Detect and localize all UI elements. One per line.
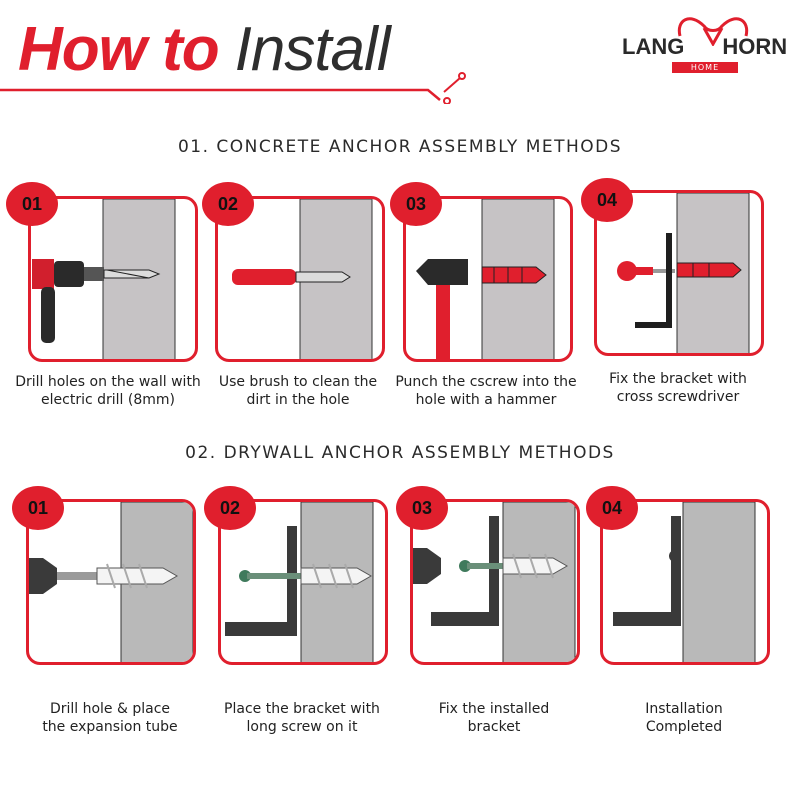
brand-sub: HOME [672,62,738,73]
drywall-completed-illustration [613,502,756,662]
step-number-badge: 02 [202,182,254,226]
caption-line: Fix the installed [438,701,550,717]
section-title-concrete: 01. CONCRETE ANCHOR ASSEMBLY METHODS [177,137,623,157]
step-card-drywall-1 [26,499,196,665]
step-caption: Punch the cscrew into the hole with a ha… [388,373,584,409]
step-card-drywall-2 [218,499,388,665]
caption-line: the expansion tube [42,719,178,735]
drywall-fix-bracket-illustration [413,502,576,662]
caption-line: Drill holes on the wall with [15,374,201,390]
drywall-bracket-screw-illustration [225,502,374,662]
step-card-drywall-4 [600,499,770,665]
caption-line: long screw on it [246,719,358,735]
step-caption: Place the bracket with long screw on it [204,700,400,736]
step-number-badge: 04 [586,486,638,530]
caption-line: Use brush to clean the [218,374,378,390]
bracket-screwdriver-illustration [617,193,750,353]
bull-horns-logo-icon [677,17,749,46]
caption-line: electric drill (8mm) [41,392,175,408]
step-number-badge: 02 [204,486,256,530]
caption-line: Place the bracket with [224,701,380,717]
caption-line: Installation [645,701,723,717]
step-card-concrete-2 [215,196,385,362]
step-caption: Fix the bracket with cross screwdriver [580,370,776,406]
title-install: Install [234,15,391,84]
brand-name-left: LANG [622,34,685,59]
caption-line: bracket [467,719,521,735]
caption-line: Fix the bracket with [609,371,747,387]
step-card-concrete-4 [594,190,764,356]
step-caption: Use brush to clean the dirt in the hole [200,373,396,409]
drywall-drill-illustration [29,502,193,662]
step-caption: Drill holes on the wall with electric dr… [10,373,206,409]
title-underline [0,72,466,104]
step-number-badge: 03 [390,182,442,226]
step-caption: Drill hole & place the expansion tube [12,700,208,736]
step-number-badge: 01 [12,486,64,530]
caption-line: Drill hole & place [49,701,171,717]
step-card-concrete-1 [28,196,198,362]
brand-name-right: HORN [722,34,788,59]
caption-line: hole with a hammer [415,392,557,408]
hammer-illustration [416,199,555,359]
section-title-drywall: 02. DRYWALL ANCHOR ASSEMBLY METHODS [185,443,615,463]
step-card-drywall-3 [410,499,580,665]
caption-line: cross screwdriver [616,389,740,405]
caption-line: Completed [645,719,723,735]
step-card-concrete-3 [403,196,573,362]
step-number-badge: 03 [396,486,448,530]
title-how-to: How to [18,15,220,84]
brush-illustration [232,199,373,359]
caption-line: Punch the cscrew into the [395,374,577,390]
step-number-badge: 04 [581,178,633,222]
step-caption: Fix the installed bracket [396,700,592,736]
caption-line: dirt in the hole [246,392,350,408]
step-caption: Installation Completed [586,700,782,736]
step-number-badge: 01 [6,182,58,226]
brand-name: LANG HORN [622,34,790,60]
drill-illustration [32,199,176,359]
